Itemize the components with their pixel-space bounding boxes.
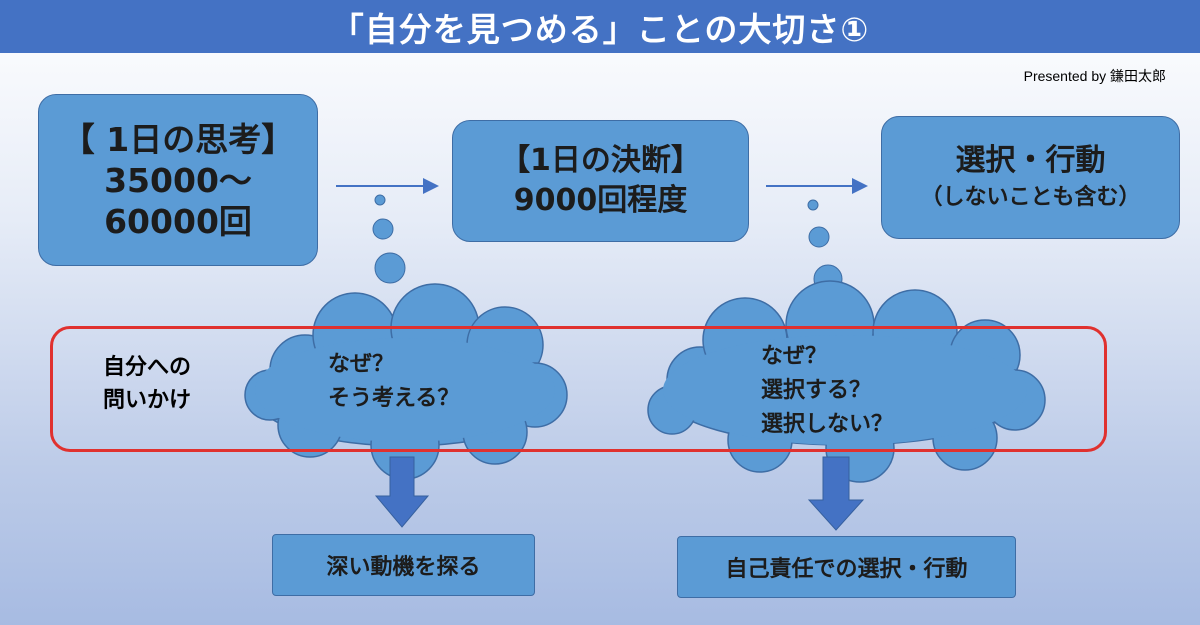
cloud-left-text: なぜ？ そう考える？ (328, 348, 459, 416)
daily-thoughts-box: 【 1日の思考】 35000～ 60000回 (38, 94, 318, 266)
cloud-left-line2: そう考える？ (328, 386, 460, 411)
daily-thoughts-range-start: 35000～ (104, 160, 252, 200)
cloud-left-fill (255, 338, 555, 442)
down-arrow-right (807, 456, 865, 531)
cloud-right-line3: 選択しない？ (761, 412, 894, 437)
down-arrow-left (374, 456, 430, 528)
daily-thoughts-heading: 【 1日の思考】 (61, 119, 295, 159)
cloud-right-line2: 選択する？ (761, 378, 872, 403)
choice-action-box: 選択・行動 （しないことも含む） (881, 116, 1180, 239)
page-title: 「自分を見つめる」ことの大切さ① (0, 0, 1200, 53)
daily-decisions-box: 【1日の決断】 9000回程度 (452, 120, 749, 242)
choice-action-note: （しないことも含む） (920, 184, 1141, 210)
cloud-right-line1: なぜ？ (761, 344, 828, 369)
deep-motive-box: 深い動機を探る (272, 534, 535, 596)
daily-decisions-count: 9000回程度 (513, 183, 688, 218)
self-question-label: 自分への 問いかけ (103, 351, 191, 417)
self-responsibility-box: 自己責任での選択・行動 (677, 536, 1016, 598)
thought-bubbles-right (807, 199, 843, 294)
cloud-left-line1: なぜ？ (328, 352, 395, 377)
cloud-right-text: なぜ？ 選択する？ 選択しない？ (761, 340, 893, 442)
self-question-label-line1: 自分への (103, 355, 192, 380)
daily-decisions-heading: 【1日の決断】 (500, 143, 701, 178)
cloud-right-fill (663, 335, 1027, 445)
self-question-highlight (50, 326, 1107, 452)
thought-bubbles-left (372, 194, 406, 284)
presenter-credit: Presented by 鎌田太郎 (1023, 68, 1166, 84)
daily-thoughts-range-end: 60000回 (104, 201, 252, 241)
choice-action-heading: 選択・行動 (955, 142, 1106, 178)
self-question-label-line2: 問いかけ (103, 388, 192, 413)
